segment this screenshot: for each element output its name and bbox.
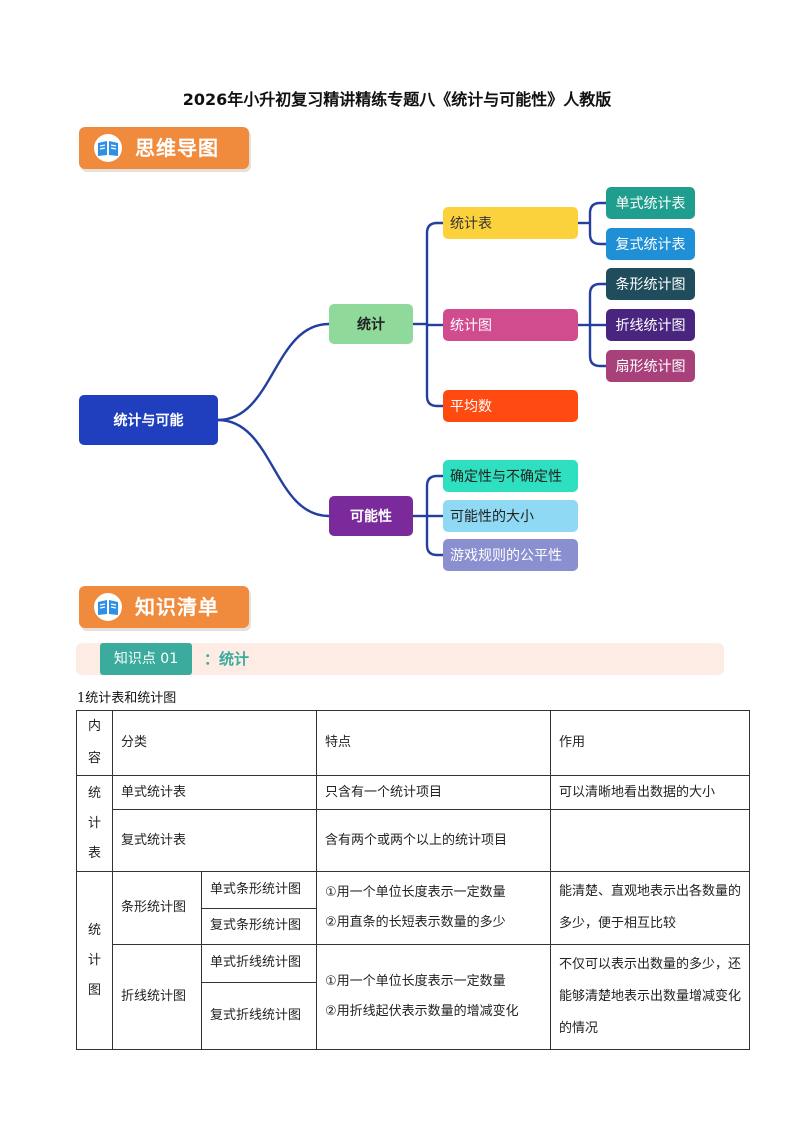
cell-compound-table-feature: 含有两个或两个以上的统计项目	[316, 809, 552, 872]
open-book-icon	[94, 134, 122, 162]
topic-node-0-1-box	[443, 309, 578, 341]
branch-node-0-label: 统计	[357, 316, 385, 333]
knowledge-table: 内容 分类 特点 作用 统计表 单式统计表 只含有一个统计项目 可以清晰地看出数…	[76, 710, 751, 1051]
table-row: 复式折线统计图	[77, 981, 750, 1051]
topic-node-0-1-label: 统计图	[450, 318, 492, 334]
topic-node-1-0-label: 确定性与不确定性	[450, 469, 562, 485]
cell-line-features: ①用一个单位长度表示一定数量 ②用折线起伏表示数量的增减变化	[316, 944, 552, 1050]
leaf-node-1-0-label: 条形统计图	[616, 276, 686, 293]
table-row: 复式条形统计图	[77, 907, 750, 945]
leaf-node-0-0-label: 单式统计表	[616, 196, 686, 212]
cell-compound-table: 复式统计表	[111, 809, 318, 872]
group-tables: 统计表	[76, 775, 113, 872]
mindmap-banner: 思维导图	[79, 127, 249, 169]
header-function: 作用	[550, 710, 751, 776]
branch-node-0-box	[329, 304, 413, 344]
header-content: 内容	[76, 710, 113, 776]
topic-node-0-0-label: 统计表	[450, 216, 492, 232]
leaf-node-0-0-box	[606, 187, 695, 219]
line-feature-1: ①用一个单位长度表示一定数量	[325, 974, 506, 989]
topic-node-0-2-box	[443, 390, 578, 422]
leaf-node-1-2-box	[606, 350, 695, 382]
connector-line	[217, 322, 330, 422]
open-book-icon	[94, 593, 122, 621]
branch-node-1-box	[329, 496, 413, 536]
table-row: 统计表 单式统计表 只含有一个统计项目 可以清晰地看出数据的大小	[76, 775, 751, 872]
cell-single-line: 单式折线统计图	[200, 944, 318, 983]
connector-line	[425, 395, 443, 408]
table-row: 复式统计表 含有两个或两个以上的统计项目	[77, 809, 751, 872]
leaf-node-1-2-label: 扇形统计图	[616, 359, 686, 375]
connector-line	[425, 221, 443, 234]
leaf-node-1-1-label: 折线统计图	[616, 318, 686, 334]
topic-node-1-2-label: 游戏规则的公平性	[450, 548, 562, 564]
knowledge-banner-label: 知识清单	[135, 595, 219, 619]
knowledge-point-bar: 知识点 01 ：统计	[76, 643, 724, 675]
connector-line	[588, 355, 606, 368]
topic-node-0-2-label: 平均数	[450, 399, 492, 415]
cell-line-chart: 折线统计图	[112, 944, 202, 1050]
cell-compound-line: 复式折线统计图	[200, 981, 318, 1051]
header-category: 分类	[111, 710, 318, 776]
bar-feature-2: ②用直条的长短表示数量的多少	[325, 915, 506, 930]
cell-compound-table-function	[550, 809, 751, 872]
root-node-box	[79, 395, 218, 445]
topic-node-1-1-box	[443, 500, 578, 532]
topic-node-0-0-box	[443, 207, 578, 239]
cell-bar-function: 能清楚、直观地表示出各数量的多少，便于相互比较	[550, 871, 751, 945]
table-row: 统计图 条形统计图 单式条形统计图 ①用一个单位长度表示一定数量 ②用直条的长短…	[76, 871, 751, 1050]
cell-single-bar: 单式条形统计图	[200, 871, 318, 909]
root-node-label: 统计与可能	[114, 412, 184, 429]
leaf-node-0-1-box	[606, 228, 695, 260]
topic-node-1-1-label: 可能性的大小	[450, 509, 534, 525]
group-charts: 统计图	[76, 871, 113, 1050]
cell-single-table-feature: 只含有一个统计项目	[316, 775, 552, 810]
connector-line	[425, 544, 443, 557]
topic-node-1-2-box	[443, 539, 578, 571]
cell-bar-chart: 条形统计图	[112, 871, 202, 945]
topic-node-1-0-box	[443, 460, 578, 492]
cell-compound-bar: 复式条形统计图	[200, 907, 318, 945]
cell-bar-features: ①用一个单位长度表示一定数量 ②用直条的长短表示数量的多少	[316, 871, 552, 945]
mindmap-banner-label: 思维导图	[135, 136, 219, 160]
table-row: 折线统计图 单式折线统计图 ①用一个单位长度表示一定数量 ②用折线起伏表示数量的…	[77, 944, 751, 1050]
leaf-node-1-1-box	[606, 309, 695, 341]
branch-node-1-label: 可能性	[350, 508, 392, 525]
line-feature-2: ②用折线起伏表示数量的增减变化	[325, 1004, 519, 1019]
connector-line	[588, 282, 606, 295]
document-title: 2026年小升初复习精讲精练专题八《统计与可能性》人教版	[182, 90, 612, 109]
cell-single-table: 单式统计表	[111, 775, 318, 810]
table-header-row: 内容 分类 特点 作用	[76, 710, 751, 776]
knowledge-point-tag: 知识点 01	[100, 643, 192, 675]
connector-line	[588, 201, 606, 214]
header-features: 特点	[316, 710, 552, 776]
leaf-node-1-0-box	[606, 268, 695, 300]
knowledge-banner: 知识清单	[79, 586, 249, 628]
bar-feature-1: ①用一个单位长度表示一定数量	[325, 885, 506, 900]
sub-heading: 1统计表和统计图	[77, 691, 177, 706]
connector-line	[588, 233, 606, 246]
leaf-node-0-1-label: 复式统计表	[616, 236, 686, 253]
cell-single-table-function: 可以清晰地看出数据的大小	[550, 775, 751, 810]
connector-line	[217, 418, 330, 518]
connector-line	[425, 474, 443, 487]
knowledge-point-title: ：统计	[204, 650, 250, 668]
cell-line-function: 不仅可以表示出数量的多少，还能够清楚地表示出数量增减变化的情况	[550, 944, 751, 1050]
